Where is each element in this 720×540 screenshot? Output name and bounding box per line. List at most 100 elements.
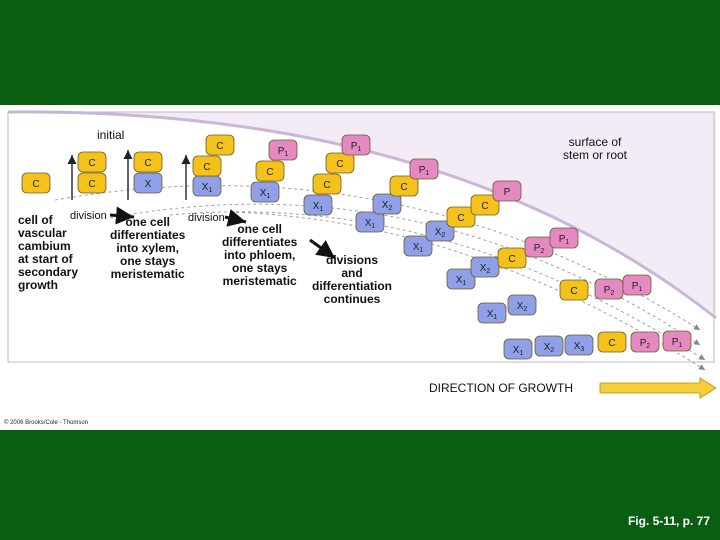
figure-caption: Fig. 5-11, p. 77 (627, 514, 710, 528)
cell-p1: P1 (662, 330, 692, 352)
cell-x1: X1 (303, 194, 333, 216)
cell-x1: X1 (403, 235, 433, 257)
cell-label: P2 (640, 338, 651, 350)
cell-x2: X2 (534, 335, 564, 357)
cell-c: C (389, 175, 419, 197)
cell-label: C (88, 158, 95, 169)
cell-label: P1 (632, 281, 643, 293)
direction-arrow (599, 377, 717, 399)
cell-label: X1 (456, 275, 467, 287)
cell-label: C (323, 180, 330, 191)
cell-shape (133, 172, 163, 194)
cell-shape (597, 331, 627, 353)
cell-label: X3 (574, 341, 585, 353)
cell-label: X2 (480, 263, 491, 275)
cell-x1: X1 (355, 211, 385, 233)
cell-shape (503, 338, 533, 360)
cell-x1: X1 (477, 302, 507, 324)
cell-label: P (504, 187, 511, 198)
cell-x2: X2 (507, 294, 537, 316)
cell-c: C (497, 247, 527, 269)
cell-label: C (32, 179, 39, 190)
cell-c: C (470, 194, 500, 216)
cell-shape (564, 334, 594, 356)
cell-x: X (133, 172, 163, 194)
copyright-credit: © 2006 Brooks/Cole - Thomson (4, 420, 89, 426)
cell-x3: X3 (564, 334, 594, 356)
label-direction-of-growth: DIRECTION OF GROWTH (429, 381, 573, 395)
cell-shape (303, 194, 333, 216)
cell-label: X2 (435, 227, 446, 239)
step-arrow-1 (109, 206, 135, 225)
cell-label: X1 (202, 182, 213, 194)
cell-label: P1 (351, 141, 362, 153)
cell-shape (205, 134, 235, 156)
cell-shape (77, 172, 107, 194)
cell-c: C (446, 206, 476, 228)
cell-label: X (145, 179, 152, 190)
cell-label: C (608, 338, 615, 349)
cell-c: C (21, 172, 51, 194)
label-step-xylem: one cell differentiates into xylem, one … (110, 215, 186, 281)
cell-shape (492, 180, 522, 202)
division-guide-arc (229, 211, 706, 371)
label-surface: surface of stem or root (563, 135, 628, 162)
cell-x2: X2 (372, 193, 402, 215)
cell-shape (250, 181, 280, 203)
cell-label: P1 (278, 146, 289, 158)
cell-x2: X2 (425, 220, 455, 242)
cell-c: C (597, 331, 627, 353)
cell-shape (192, 155, 222, 177)
label-step-continues: divisions and differentiation continues (312, 253, 392, 306)
cell-shape (77, 151, 107, 173)
cell-shape (312, 173, 342, 195)
step-arrow-3 (309, 238, 336, 260)
cell-c: C (77, 172, 107, 194)
cell-p1: P1 (622, 274, 652, 296)
cell-shape (409, 158, 439, 180)
cell-shape (325, 152, 355, 174)
cell-shape (372, 193, 402, 215)
cell-p1: P1 (409, 158, 439, 180)
cell-p: P (492, 180, 522, 202)
label-division-2: division (188, 212, 225, 224)
cell-c: C (312, 173, 342, 195)
cell-label: X1 (413, 242, 424, 254)
label-division-1: division (70, 210, 107, 222)
cell-label: C (266, 167, 273, 178)
figure-border (7, 111, 715, 363)
cell-shape (268, 139, 298, 161)
cell-p1: P1 (268, 139, 298, 161)
cell-x1: X1 (503, 338, 533, 360)
cell-shape (341, 134, 371, 156)
cell-label: P2 (534, 243, 545, 255)
cell-label: X2 (382, 200, 393, 212)
cell-label: X1 (365, 218, 376, 230)
cell-shape (21, 172, 51, 194)
cell-x1: X1 (192, 175, 222, 197)
label-initial: initial (97, 128, 125, 142)
cell-c: C (325, 152, 355, 174)
cell-p1: P1 (549, 227, 579, 249)
cell-label: C (400, 182, 407, 193)
cell-shape (470, 256, 500, 278)
cell-c: C (559, 279, 589, 301)
cell-shape (446, 268, 476, 290)
step-arrow-2 (224, 209, 247, 227)
label-start-cell: cell of vascular cambium at start of sec… (18, 213, 79, 292)
cell-shape (507, 294, 537, 316)
cell-label: X1 (487, 309, 498, 321)
cell-label: X1 (313, 201, 324, 213)
cell-label: C (203, 162, 210, 173)
cell-label: P1 (559, 234, 570, 246)
cell-p2: P2 (594, 278, 624, 300)
cell-p1: P1 (341, 134, 371, 156)
tissue-band (8, 111, 716, 318)
cell-label: C (508, 254, 515, 265)
cell-x2: X2 (470, 256, 500, 278)
cell-label: X1 (513, 345, 524, 357)
cell-label: C (570, 286, 577, 297)
cell-label: C (88, 179, 95, 190)
cell-c: C (205, 134, 235, 156)
